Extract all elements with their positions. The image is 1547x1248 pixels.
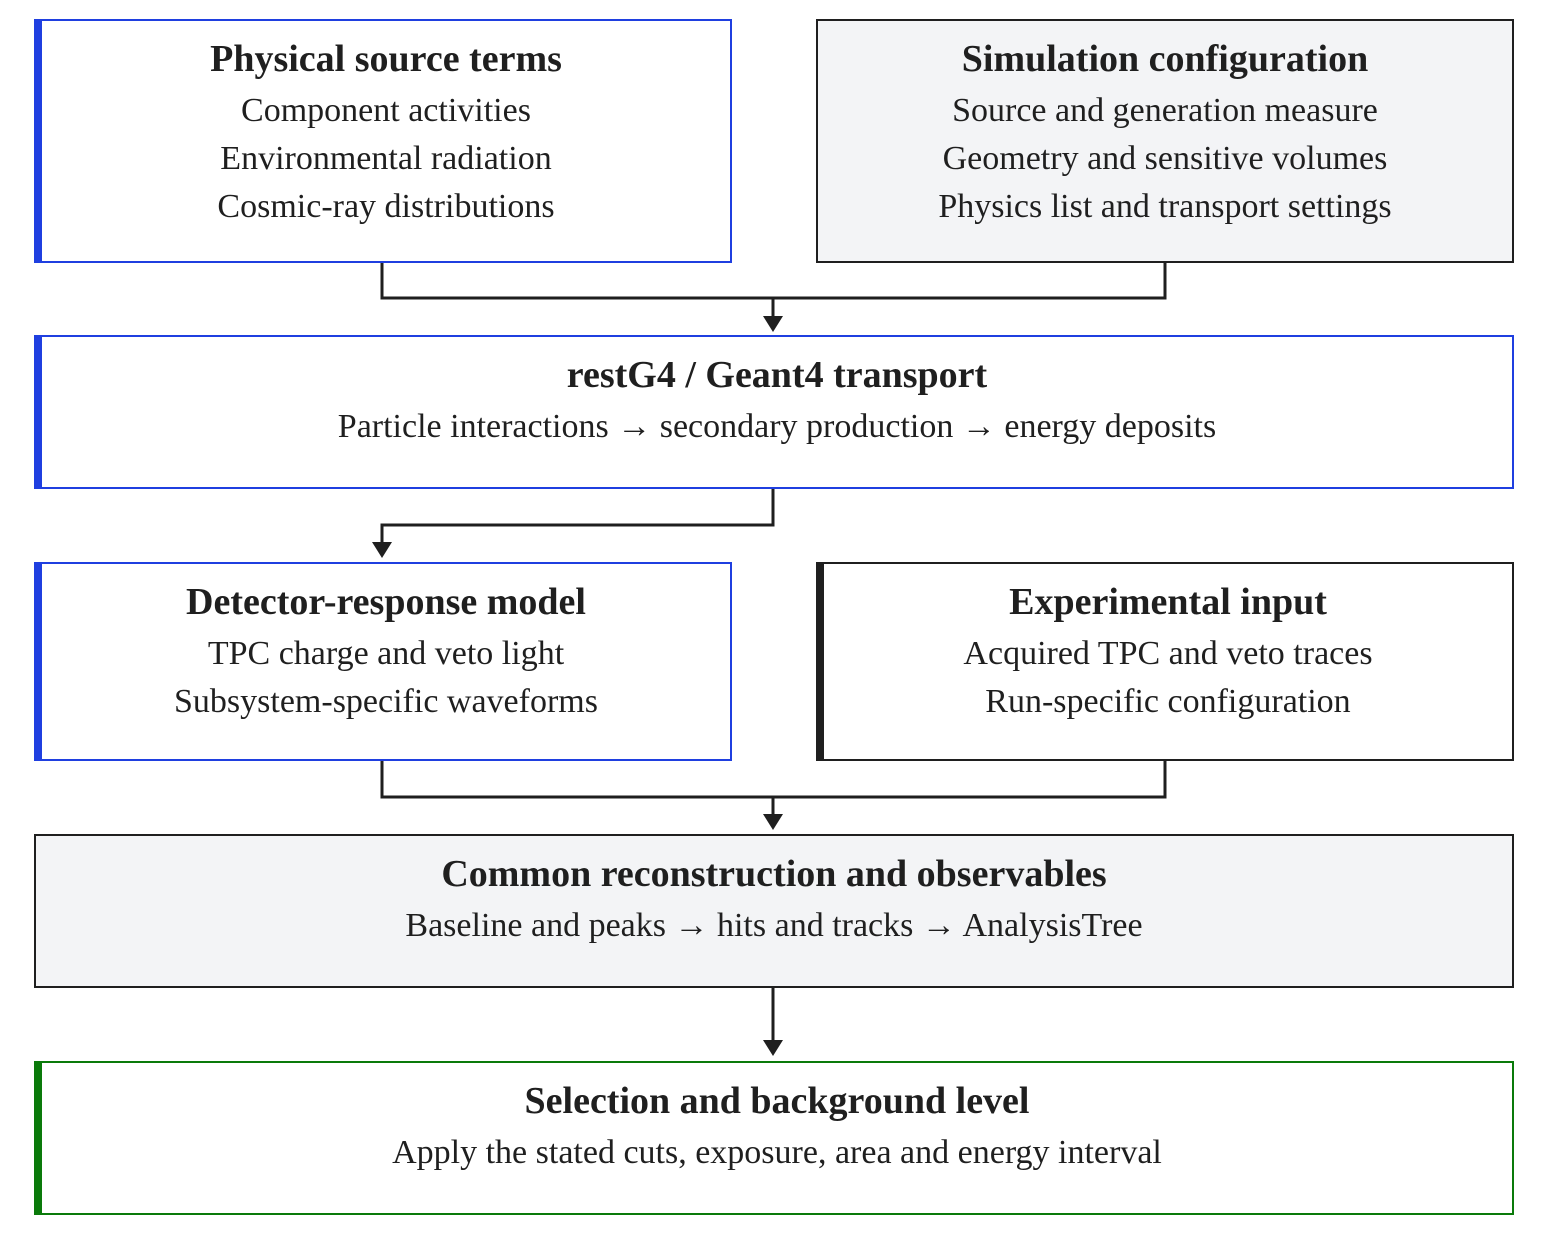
arrowhead-detector	[372, 542, 392, 558]
transport-box: restG4 / Geant4 transport Particle inter…	[34, 335, 1514, 489]
transport-line: Particle interactions → secondary produc…	[337, 408, 1217, 445]
detector-response-title: Detector-response model	[186, 581, 586, 623]
arrow-transport-to-detector	[380, 488, 775, 548]
arrow-inputs-to-reconstruction	[380, 760, 1167, 799]
arrowhead-transport	[763, 316, 783, 332]
source-terms-title: Physical source terms	[210, 38, 562, 80]
selection-title: Selection and background level	[524, 1080, 1030, 1122]
reconstruction-line: Baseline and peaks → hits and tracks → A…	[405, 907, 1143, 944]
source-terms-line: Environmental radiation	[220, 140, 552, 177]
source-terms-line: Component activities	[241, 92, 531, 129]
source-terms-box: Physical source terms Component activiti…	[34, 19, 732, 263]
detector-response-line: TPC charge and veto light	[207, 635, 565, 672]
reconstruction-box: Common reconstruction and observables Ba…	[34, 834, 1514, 988]
selection-line: Apply the stated cuts, exposure, area an…	[392, 1134, 1162, 1171]
arrowhead-selection	[763, 1040, 783, 1056]
arrowhead-reconstruction	[763, 814, 783, 830]
experimental-input-box: Experimental input Acquired TPC and veto…	[816, 562, 1514, 761]
simulation-configuration-line: Geometry and sensitive volumes	[942, 140, 1388, 177]
simulation-configuration-line: Physics list and transport settings	[938, 188, 1392, 225]
source-terms-line: Cosmic-ray distributions	[217, 188, 555, 225]
reconstruction-title: Common reconstruction and observables	[441, 853, 1107, 895]
simulation-configuration-line: Source and generation measure	[952, 92, 1378, 129]
selection-box: Selection and background level Apply the…	[34, 1061, 1514, 1215]
experimental-input-title: Experimental input	[1009, 581, 1327, 623]
detector-response-line: Subsystem-specific waveforms	[174, 683, 598, 720]
experimental-input-line: Acquired TPC and veto traces	[963, 635, 1373, 672]
detector-response-box: Detector-response model TPC charge and v…	[34, 562, 732, 761]
arrow-sources-to-transport	[380, 262, 1167, 300]
experimental-input-line: Run-specific configuration	[985, 683, 1351, 720]
transport-title: restG4 / Geant4 transport	[566, 354, 988, 396]
simulation-configuration-title: Simulation configuration	[961, 38, 1369, 80]
simulation-configuration-box: Simulation configuration Source and gene…	[816, 19, 1514, 263]
